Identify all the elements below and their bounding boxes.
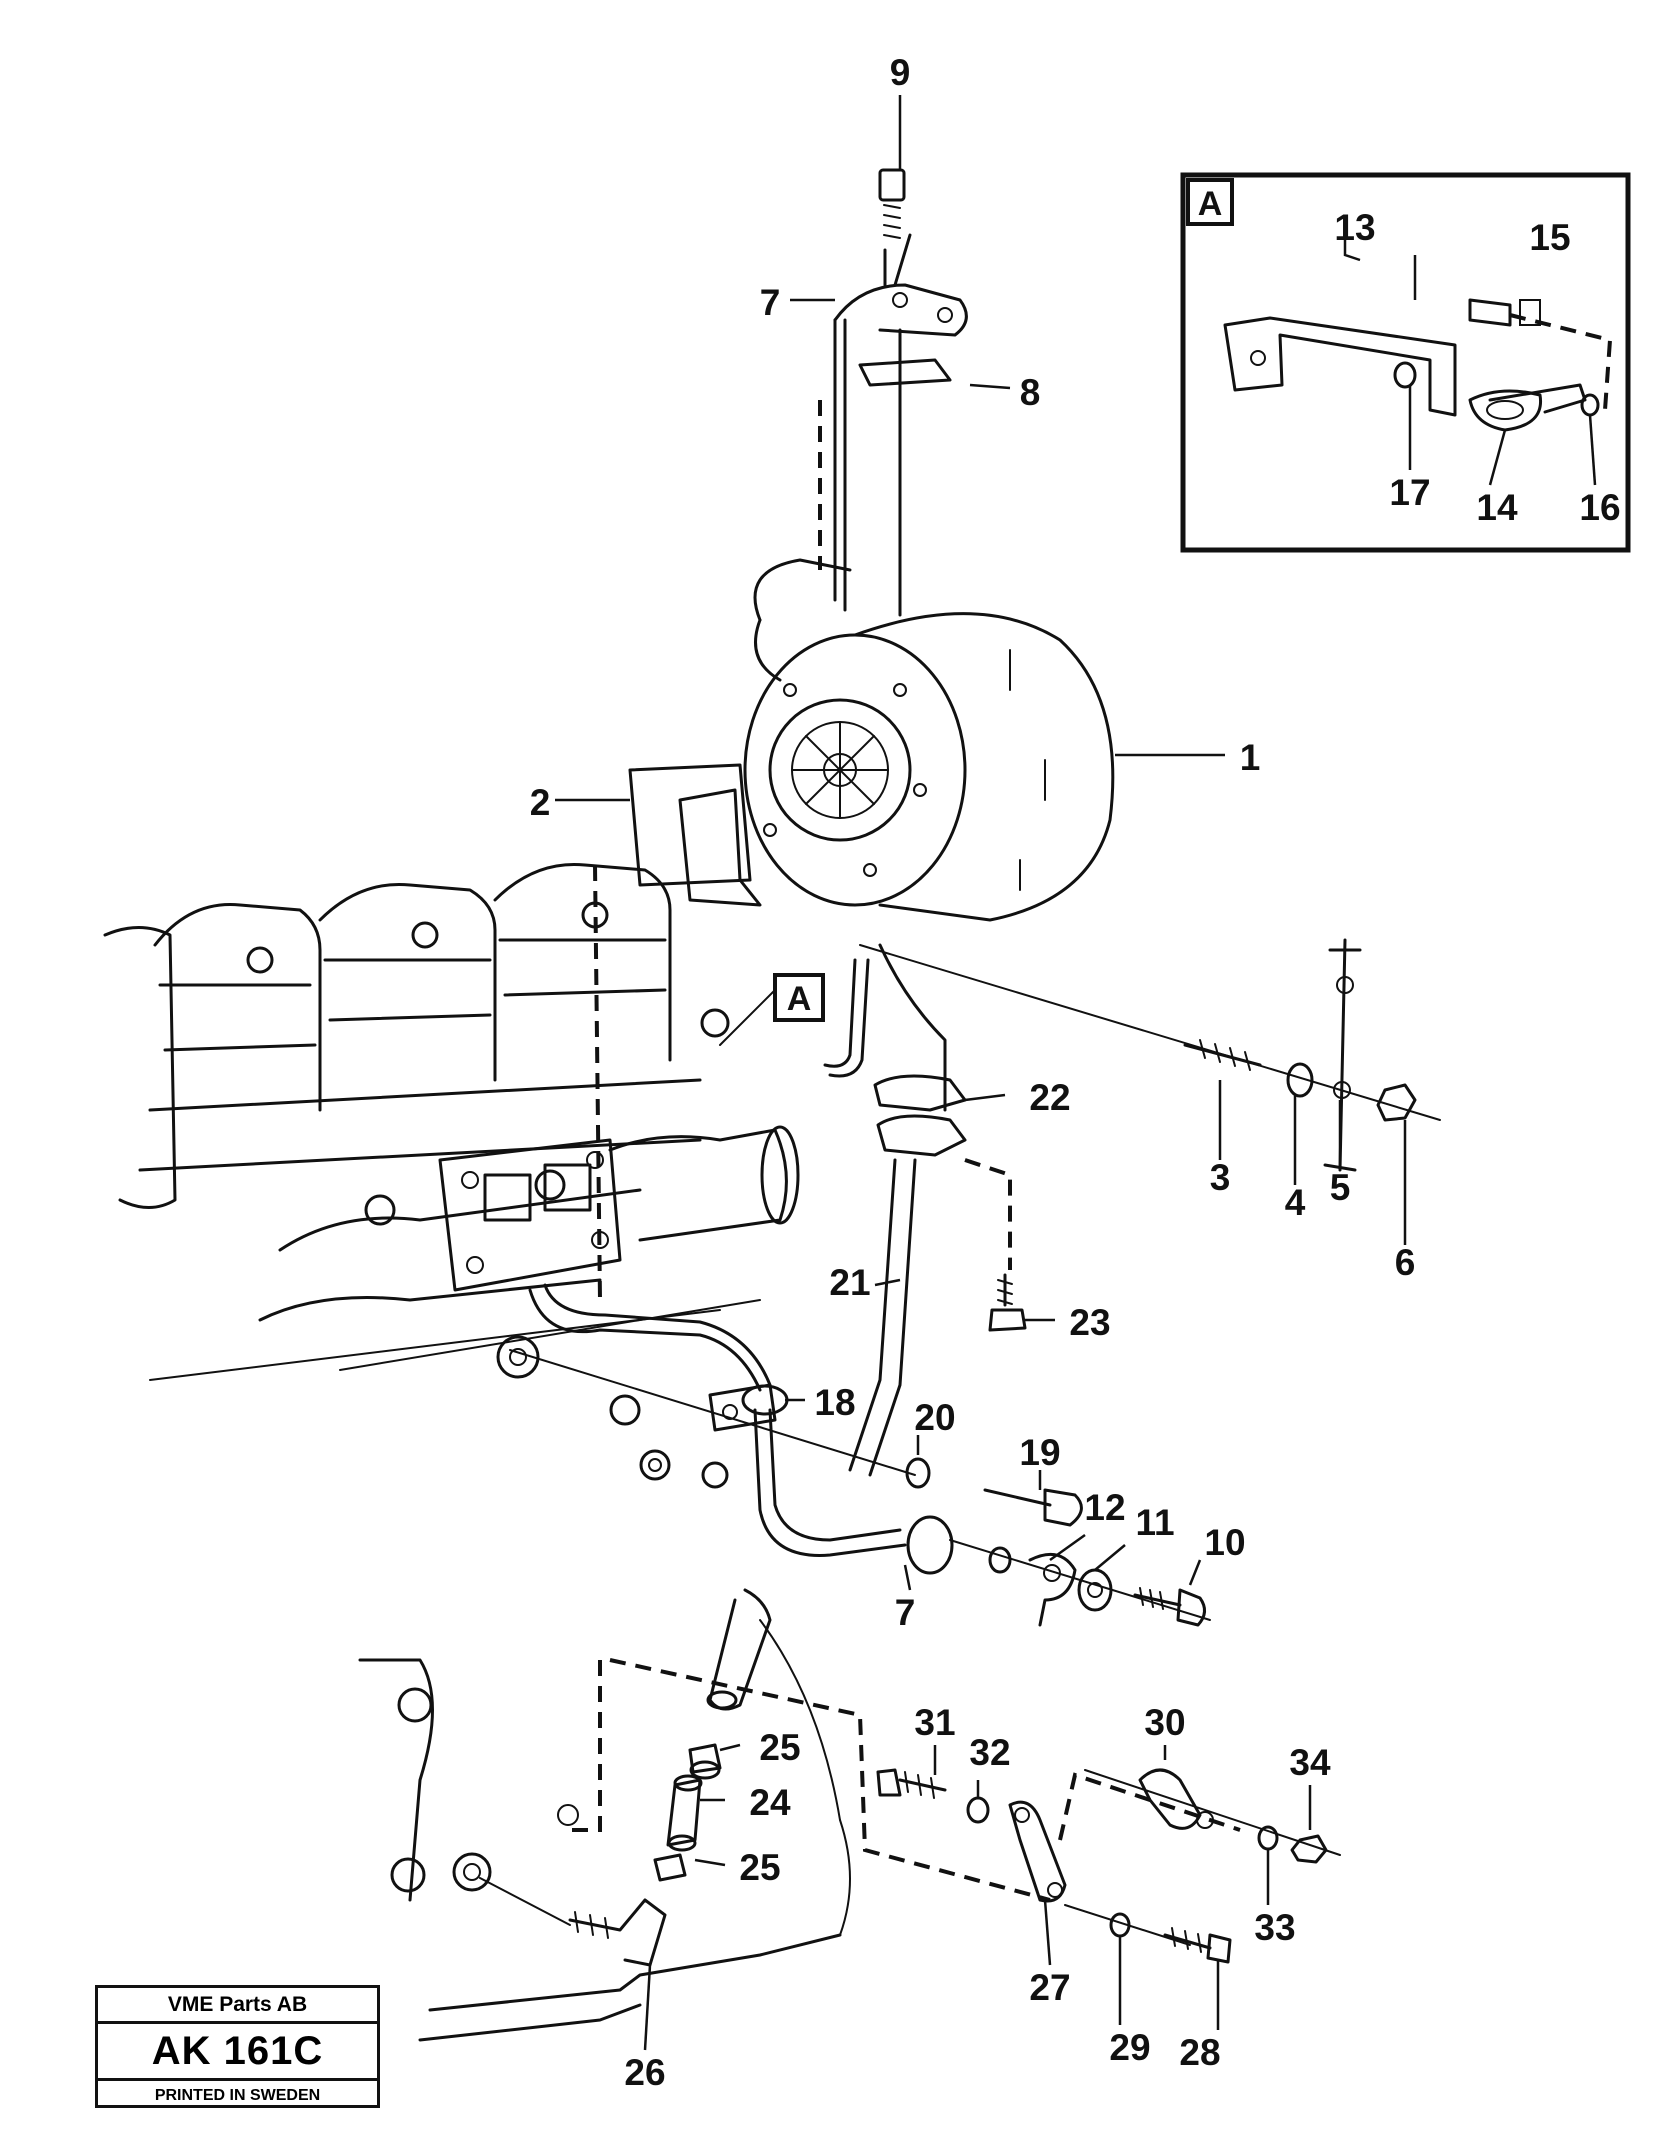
callout-25-upper: 25 bbox=[759, 1727, 800, 1768]
callout-25-lower: 25 bbox=[739, 1847, 780, 1888]
callout-4: 4 bbox=[1285, 1182, 1306, 1223]
callout-24: 24 bbox=[749, 1782, 791, 1823]
callout-22: 22 bbox=[1029, 1077, 1070, 1118]
callout-31: 31 bbox=[914, 1702, 955, 1743]
callout-7-lower: 7 bbox=[895, 1592, 916, 1633]
callout-10: 10 bbox=[1204, 1522, 1245, 1563]
turbo-gasket bbox=[628, 763, 752, 887]
callout-14: 14 bbox=[1476, 487, 1518, 528]
support-bracket-assembly bbox=[609, 1658, 1341, 1964]
callout-15: 15 bbox=[1529, 217, 1570, 258]
callout-6: 6 bbox=[1395, 1242, 1416, 1283]
oil-sump bbox=[358, 1619, 851, 2042]
callout-numbers: 1 2 3 4 5 6 7 7 8 9 10 11 12 13 14 15 16… bbox=[530, 52, 1621, 2093]
callout-18: 18 bbox=[814, 1382, 855, 1423]
detail-view-a: A bbox=[1180, 172, 1631, 553]
title-block-drawing-number: AK 161C bbox=[98, 2024, 377, 2081]
callout-11: 11 bbox=[1135, 1502, 1174, 1543]
callout-1: 1 bbox=[1240, 737, 1261, 778]
ref-line-gasket bbox=[593, 864, 602, 1301]
callout-13: 13 bbox=[1334, 207, 1375, 248]
detail-view-label: A bbox=[1198, 185, 1223, 223]
callout-2: 2 bbox=[530, 782, 551, 823]
callout-33: 33 bbox=[1254, 1907, 1295, 1948]
oil-return-pipe bbox=[848, 1074, 1027, 1477]
detail-reference-label: A bbox=[787, 980, 812, 1018]
callout-19: 19 bbox=[1019, 1432, 1060, 1473]
callout-16: 16 bbox=[1579, 487, 1620, 528]
callout-20: 20 bbox=[914, 1397, 955, 1438]
callout-27: 27 bbox=[1029, 1967, 1070, 2008]
callout-8: 8 bbox=[1020, 372, 1041, 413]
fastener-set-3-6 bbox=[859, 938, 1441, 1172]
leader-lines bbox=[555, 95, 1597, 2051]
callout-28: 28 bbox=[1179, 2032, 1220, 2073]
callout-32: 32 bbox=[969, 1732, 1010, 1773]
title-block: VME Parts AB AK 161C PRINTED IN SWEDEN bbox=[95, 1985, 380, 2108]
drain-hose-assembly bbox=[452, 1588, 772, 1967]
title-block-printed: PRINTED IN SWEDEN bbox=[154, 2087, 321, 2104]
callout-34: 34 bbox=[1289, 1742, 1331, 1783]
oil-pipe-lower bbox=[496, 1283, 1083, 1575]
callout-30: 30 bbox=[1144, 1702, 1185, 1743]
detail-reference-box-a: A bbox=[773, 973, 825, 1022]
callout-23: 23 bbox=[1069, 1302, 1110, 1343]
banjo-fittings bbox=[949, 1539, 1211, 1627]
callout-7-upper: 7 bbox=[760, 282, 781, 323]
engine-block bbox=[103, 862, 761, 1381]
callout-26: 26 bbox=[624, 2052, 665, 2093]
callout-21: 21 bbox=[829, 1262, 870, 1303]
callout-5: 5 bbox=[1330, 1167, 1351, 1208]
title-block-company: VME Parts AB bbox=[98, 1988, 377, 2024]
callout-29: 29 bbox=[1109, 2027, 1150, 2068]
callout-17: 17 bbox=[1389, 472, 1430, 513]
ref-line-detail-a bbox=[719, 989, 776, 1046]
callout-9: 9 bbox=[890, 52, 911, 93]
callout-12: 12 bbox=[1084, 1487, 1125, 1528]
oil-pipe-upper bbox=[818, 168, 968, 1078]
turbocharger bbox=[628, 558, 1115, 1112]
callout-3: 3 bbox=[1210, 1157, 1231, 1198]
